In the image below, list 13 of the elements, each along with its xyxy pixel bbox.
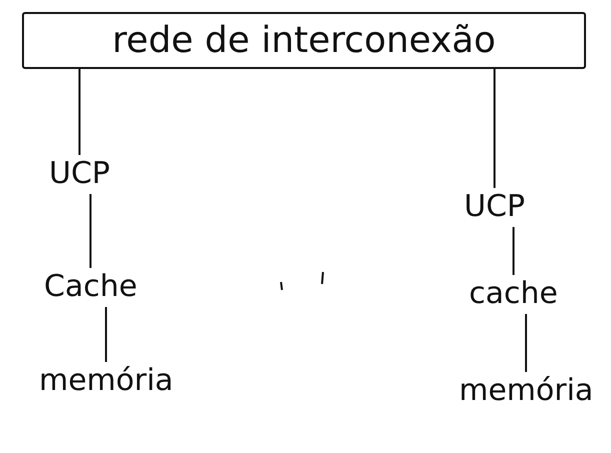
- connector-line: [105, 307, 107, 362]
- connector-line: [512, 227, 514, 275]
- component-label: UCP: [45, 155, 114, 194]
- connector-line: [78, 69, 80, 155]
- component-label: cache: [465, 275, 562, 314]
- component-label: memória: [455, 372, 598, 410]
- network-box: rede de interconexão: [22, 12, 586, 70]
- component-label: UCP: [460, 188, 529, 226]
- connector-line: [494, 69, 496, 188]
- connector-line: [525, 314, 527, 372]
- component-label: memória: [35, 362, 178, 400]
- component-label: Cache: [40, 268, 142, 306]
- connector-line: [90, 194, 92, 268]
